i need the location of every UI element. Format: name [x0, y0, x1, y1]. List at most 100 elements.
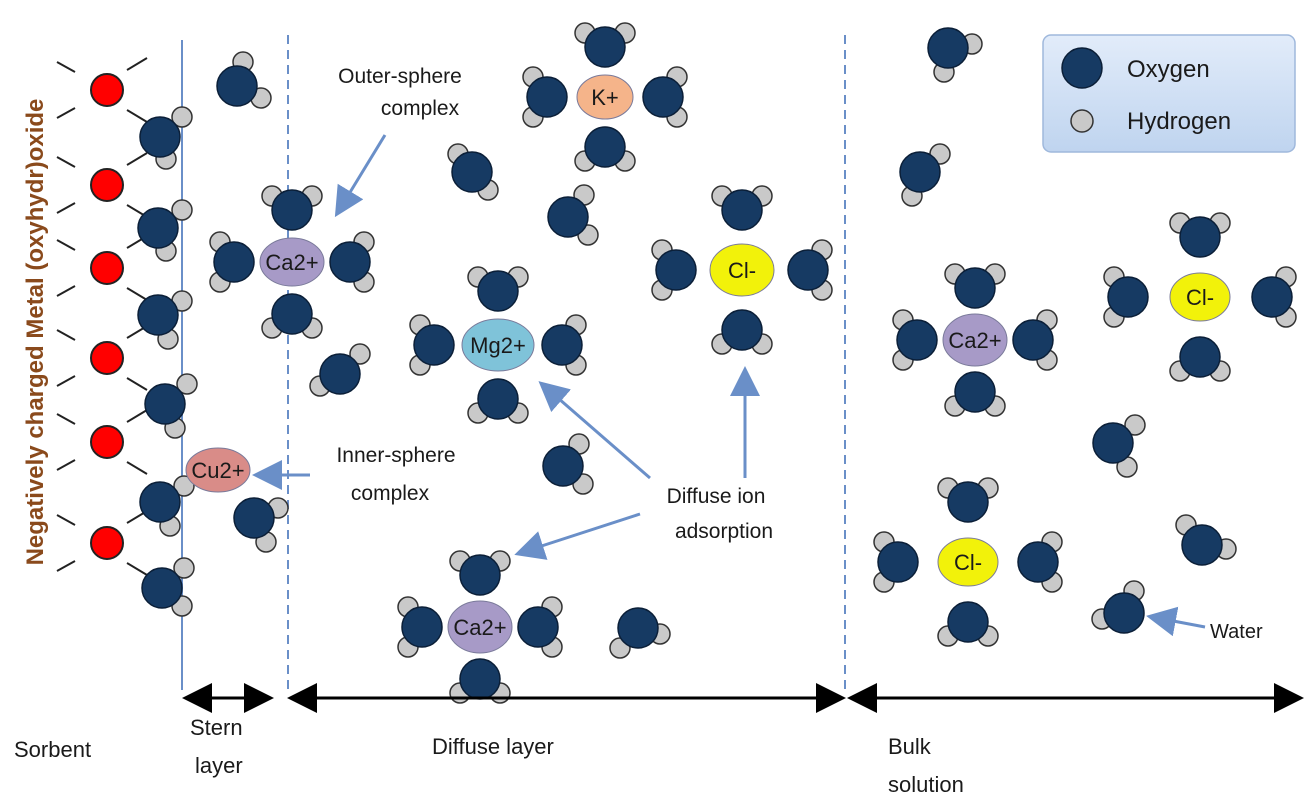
surface-oxygen — [56, 57, 148, 123]
stern-layer-label-2: layer — [195, 753, 243, 778]
calcium-bulk-complex-label: Ca2+ — [948, 328, 1001, 353]
outer-sphere-label-1: Outer-sphere — [338, 65, 462, 88]
oxygen-atom — [541, 324, 583, 366]
chloride-bulk-complex-2: Cl- — [873, 477, 1063, 647]
oxygen-atom — [526, 76, 568, 118]
hydration-water — [642, 66, 688, 128]
oxygen-atom — [517, 606, 559, 648]
hydrogen-atom — [349, 343, 371, 365]
oxygen-atom — [329, 241, 371, 283]
hydration-water — [329, 231, 375, 293]
calcium-diffuse-complex-core — [447, 600, 513, 654]
hydration-water — [517, 596, 563, 658]
water-molecule — [927, 27, 983, 83]
diffuse-arrow-ca — [514, 512, 641, 560]
calcium-outer-sphere-complex: Ca2+ — [209, 185, 375, 339]
hydration-water — [467, 378, 529, 424]
surface-oxygen-atom — [90, 251, 124, 285]
hydration-water — [522, 66, 568, 128]
oxygen-atom — [617, 607, 659, 649]
surface-oxygen — [56, 235, 148, 301]
hydration-water — [541, 314, 587, 376]
oxygen-atom — [954, 371, 996, 413]
surface-oxygen-atom — [90, 168, 124, 202]
water-molecule — [139, 475, 195, 537]
chloride-bulk-complex-2-core — [937, 537, 999, 587]
oxygen-atom — [139, 116, 181, 158]
water-molecule — [216, 51, 272, 109]
hydration-water — [209, 231, 255, 293]
magnesium-ion-complex-core — [461, 318, 535, 372]
hydration-water — [449, 550, 511, 596]
oxygen-atom — [877, 541, 919, 583]
hydration-water — [937, 601, 999, 647]
oxygen-atom — [787, 249, 829, 291]
calcium-diffuse-complex-label: Ca2+ — [453, 615, 506, 640]
oxygen-atom — [413, 324, 455, 366]
hydration-water — [1012, 309, 1058, 371]
hydration-water — [711, 185, 773, 231]
copper-inner-sphere-complex-core — [185, 447, 251, 493]
oxygen-atom — [477, 270, 519, 312]
surface-oxygen — [56, 409, 148, 475]
outer-sphere-label-2: complex — [381, 97, 460, 120]
oxygen-atom — [954, 267, 996, 309]
surface-oxygen-atom — [90, 425, 124, 459]
oxygen-atom — [477, 378, 519, 420]
oxygen-atom — [451, 151, 493, 193]
oxygen-atom — [1103, 592, 1145, 634]
water-molecule — [899, 143, 951, 207]
hydrogen-atom — [173, 475, 195, 497]
legend-hydrogen-label: Hydrogen — [1127, 108, 1231, 135]
oxygen-atom — [271, 189, 313, 231]
hydration-water — [1169, 336, 1231, 382]
water-molecule — [1092, 414, 1146, 478]
water-molecule — [233, 497, 289, 553]
oxygen-atom — [1179, 216, 1221, 258]
diffuse-ion-label-1: Diffuse ion — [667, 485, 766, 508]
oxygen-atom — [459, 554, 501, 596]
oxygen-atom — [655, 249, 697, 291]
oxygen-atom — [947, 481, 989, 523]
surface-oxygen-atom — [90, 341, 124, 375]
oxygen-atom — [144, 383, 186, 425]
oxygen-atom — [233, 497, 275, 539]
hydration-water — [261, 293, 323, 339]
oxygen-atom — [1251, 276, 1293, 318]
water-molecule — [137, 199, 193, 262]
oxygen-atom — [139, 481, 181, 523]
inner-sphere-label-2: complex — [351, 482, 430, 505]
copper-inner-sphere-complex: Cu2+ — [185, 447, 251, 493]
water-molecule — [609, 607, 671, 659]
oxygen-atom — [1092, 422, 1134, 464]
hydrogen-atom — [171, 106, 193, 128]
water-molecule — [137, 290, 193, 350]
ion-complexes-group: K+Ca2+Mg2+Cl-Cu2+Ca2+Ca2+Cl-Cl- — [185, 22, 1297, 704]
chloride-ion-complex-label: Cl- — [728, 258, 756, 283]
hydration-water — [937, 477, 999, 523]
surface-oxygen — [56, 325, 148, 391]
water-molecule — [447, 143, 499, 201]
inner-sphere-label-1: Inner-sphere — [336, 444, 455, 467]
oxygen-atom — [141, 567, 183, 609]
calcium-bulk-complex-core — [942, 313, 1008, 367]
water-molecules-group — [137, 27, 1237, 659]
legend-hydrogen-icon — [1070, 109, 1094, 133]
oxygen-atom — [642, 76, 684, 118]
bulk-solution-label-2: solution — [888, 772, 964, 797]
hydration-water — [397, 596, 443, 658]
hydration-water — [1103, 266, 1149, 328]
oxygen-atom — [899, 151, 941, 193]
hydration-water — [261, 185, 323, 231]
surface-oxygen-group — [56, 57, 148, 576]
diffuse-layer-label: Diffuse layer — [432, 734, 554, 759]
hydrogen-atom — [1124, 414, 1146, 436]
copper-inner-sphere-complex-label: Cu2+ — [191, 458, 244, 483]
oxygen-atom — [213, 241, 255, 283]
oxygen-atom — [1107, 276, 1149, 318]
surface-oxygen — [56, 152, 148, 218]
oxygen-atom — [947, 601, 989, 643]
legend-oxygen-label: Oxygen — [1127, 56, 1210, 83]
oxygen-atom — [319, 353, 361, 395]
legend-oxygen-icon — [1061, 47, 1103, 89]
